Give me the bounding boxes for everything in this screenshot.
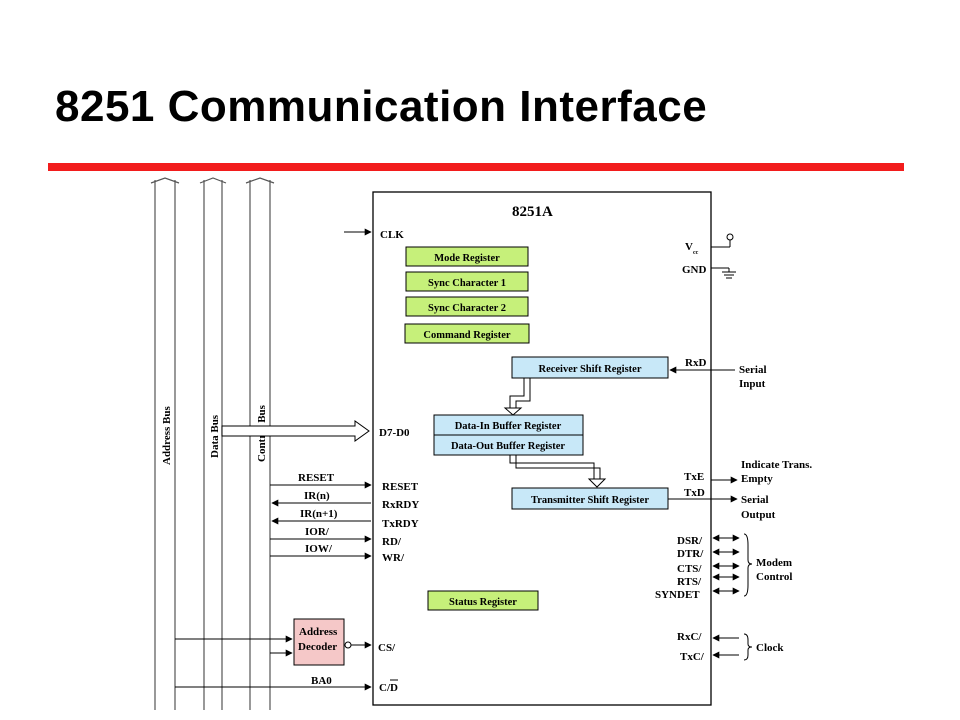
wr-pin: WR/ xyxy=(382,552,405,564)
rd-pin: RD/ xyxy=(382,536,402,548)
receiver-shift-register xyxy=(511,356,669,379)
dsr-pin: DSR/ xyxy=(677,535,703,547)
bus-signal-ba0: BA0 xyxy=(311,675,332,687)
page-title: 8251 Communication Interface xyxy=(55,82,708,131)
serial-output-label-1: Serial xyxy=(741,494,769,506)
bus-signal-reset: RESET xyxy=(298,472,335,484)
clock-lines xyxy=(712,633,753,661)
status-register xyxy=(427,590,539,611)
vcc-pin: V xyxy=(685,241,693,253)
indicate-empty-label-2: Empty xyxy=(741,473,773,485)
reset-pin: RESET xyxy=(382,481,419,493)
clock-label: Clock xyxy=(756,642,784,654)
sync-char-1-register xyxy=(405,271,529,292)
bus-signal-iow: IOW/ xyxy=(305,543,333,555)
decoder-connections xyxy=(175,635,372,691)
address-bus xyxy=(150,177,180,710)
mode-register xyxy=(405,246,529,267)
cts-pin: CTS/ xyxy=(677,563,702,575)
title-divider xyxy=(48,163,904,171)
clk-pin: CLK xyxy=(380,229,404,241)
txc-pin: TxC/ xyxy=(680,651,705,663)
cd-pin-c: C/ xyxy=(379,682,391,694)
receiver-shift-register-label: Receiver Shift Register xyxy=(538,364,641,375)
transmitter-shift-register-label: Transmitter Shift Register xyxy=(531,495,649,506)
ground-symbol xyxy=(711,267,736,279)
chip-name: 8251A xyxy=(512,204,553,220)
txe-pin: TxE xyxy=(684,471,704,483)
serial-output-label-2: Output xyxy=(741,509,776,521)
vcc-symbol xyxy=(711,233,734,248)
gnd-pin: GND xyxy=(682,264,707,276)
sync-char-2-label: Sync Character 2 xyxy=(428,303,506,314)
status-register-label: Status Register xyxy=(449,597,517,608)
cs-pin: CS/ xyxy=(378,642,396,654)
command-register xyxy=(404,323,530,344)
sync-char-1-label: Sync Character 1 xyxy=(428,278,506,289)
address-decoder xyxy=(293,618,345,666)
data-bus xyxy=(199,177,227,710)
txd-pin: TxD xyxy=(684,487,705,499)
serial-input-label-2: Input xyxy=(739,378,766,390)
data-in-buffer-label: Data-In Buffer Register xyxy=(455,421,562,432)
sync-char-2-register xyxy=(405,296,529,317)
rts-pin: RTS/ xyxy=(677,576,702,588)
rxrdy-pin: RxRDY xyxy=(382,499,419,511)
receiver-to-buffer-arrow xyxy=(503,378,531,416)
modem-control-label-2: Control xyxy=(756,571,792,583)
dtr-pin: DTR/ xyxy=(677,548,704,560)
modem-control-label-1: Modem xyxy=(756,557,792,569)
control-signal-lines xyxy=(270,481,372,560)
address-decoder-line1: Address xyxy=(299,626,338,638)
bus-signal-ior: IOR/ xyxy=(305,526,330,538)
modem-lines xyxy=(712,533,753,597)
serial-lines xyxy=(668,366,738,503)
data-bus-connection xyxy=(221,420,370,442)
mode-register-label: Mode Register xyxy=(434,253,500,264)
data-bus-label: Data Bus xyxy=(209,414,221,458)
address-decoder-line2: Decoder xyxy=(298,641,337,653)
d7-d0-pin: D7-D0 xyxy=(379,427,410,439)
rxd-pin: RxD xyxy=(685,357,706,369)
address-bus-label: Address Bus xyxy=(161,405,173,465)
cd-pin-d: D xyxy=(390,682,398,694)
vcc-subscript: cc xyxy=(693,250,699,256)
data-out-buffer-label: Data-Out Buffer Register xyxy=(451,441,565,452)
syndet-pin: SYNDET xyxy=(655,589,700,601)
txrdy-pin: TxRDY xyxy=(382,518,419,530)
indicate-empty-label-1: Indicate Trans. xyxy=(741,459,812,471)
bus-signal-irn: IR(n) xyxy=(304,490,330,502)
data-out-buffer-register xyxy=(433,434,584,456)
bus-signal-irn1: IR(n+1) xyxy=(300,508,338,520)
command-register-label: Command Register xyxy=(423,330,511,341)
buffer-to-transmitter-arrow xyxy=(509,455,607,488)
control-bus xyxy=(245,177,275,710)
rxc-pin: RxC/ xyxy=(677,631,702,643)
serial-input-label-1: Serial xyxy=(739,364,767,376)
